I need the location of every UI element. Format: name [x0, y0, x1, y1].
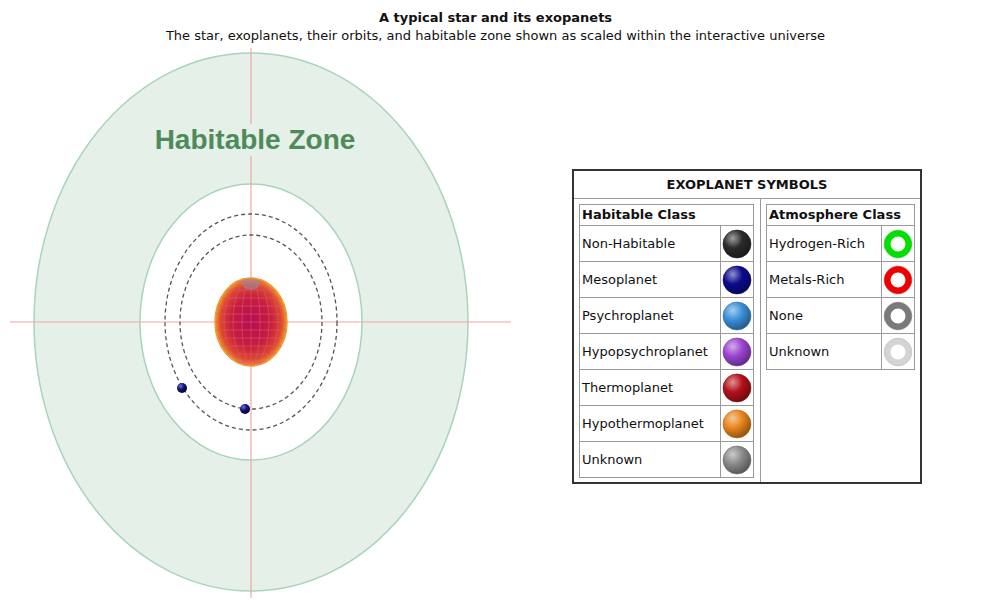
symbol-swatch [883, 301, 913, 331]
legend-text: None [769, 308, 803, 323]
ring-outline [884, 230, 912, 258]
legend-cell: Mesoplanet [580, 262, 721, 297]
class-sphere [723, 410, 751, 438]
symbol-swatch [722, 301, 752, 331]
legend-text: Hydrogen-Rich [769, 236, 865, 251]
symbol-swatch [883, 265, 913, 295]
symbol-swatch [883, 337, 913, 367]
legend-cell: Hypothermoplanet [580, 406, 721, 441]
exoplanet-dot [177, 383, 187, 393]
ring-outline [884, 266, 912, 294]
legend-panel: EXOPLANET SYMBOLS Habitable ClassNon-Habi… [572, 169, 922, 484]
symbol-swatch [722, 409, 752, 439]
table-heading: Habitable Class [580, 205, 753, 225]
legend-text: Unknown [582, 452, 642, 467]
swatch-cell [721, 298, 753, 333]
swatch-cell [721, 406, 753, 441]
atmosphere-ring [888, 305, 909, 326]
divider-line [760, 199, 761, 482]
legend-cell: None [767, 298, 882, 333]
star-parallel [210, 330, 292, 331]
symbol-swatch [722, 265, 752, 295]
atmosphere-ring [888, 341, 909, 362]
legend-cell: Hydrogen-Rich [767, 226, 882, 261]
table-heading: Atmosphere Class [767, 205, 914, 225]
legend-text: Hypothermoplanet [582, 416, 704, 431]
atmosphere-ring [888, 269, 909, 290]
star-parallel [210, 298, 292, 299]
legend-text: Non-Habitable [582, 236, 675, 251]
legend-cell: Non-Habitable [580, 226, 721, 261]
legend-table: Atmosphere ClassHydrogen-RichMetals-Rich… [766, 204, 915, 370]
swatch-cell [882, 226, 914, 261]
legend-row: Unknown [580, 441, 753, 477]
swatch-cell [882, 334, 914, 369]
swatch-cell [721, 262, 753, 297]
divider-line [574, 198, 920, 199]
star-parallel [210, 306, 292, 307]
legend-row: Thermoplanet [580, 369, 753, 405]
legend-text: Thermoplanet [582, 380, 673, 395]
zone-outer-edge [34, 53, 468, 591]
swatch-cell [882, 298, 914, 333]
class-sphere [723, 302, 751, 330]
legend-row: None [767, 297, 914, 333]
page-title: A typical star and its exopanets [0, 10, 991, 26]
swatch-cell [721, 334, 753, 369]
class-sphere [723, 374, 751, 402]
star-parallel [210, 346, 292, 347]
legend-text: Mesoplanet [582, 272, 657, 287]
legend-text: Unknown [769, 344, 829, 359]
swatch-cell [721, 442, 753, 477]
legend-text: Hypopsychroplanet [582, 344, 708, 359]
legend-text: Psychroplanet [582, 308, 674, 323]
atmosphere-ring [888, 233, 909, 254]
habitable-zone: Habitable Zone [33, 52, 469, 592]
zone-label: Habitable Zone [151, 124, 360, 156]
legend-text: Metals-Rich [769, 272, 844, 287]
symbol-swatch [722, 373, 752, 403]
star-rim [215, 278, 287, 366]
star-cap [242, 278, 260, 290]
legend-heading: EXOPLANET SYMBOLS [574, 177, 920, 193]
legend-row: Metals-Rich [767, 261, 914, 297]
class-sphere [723, 230, 751, 258]
legend-row: Hypothermoplanet [580, 405, 753, 441]
swatch-cell [882, 262, 914, 297]
class-sphere [723, 266, 751, 294]
exoplanet-dot [240, 404, 250, 414]
class-sphere [723, 446, 751, 474]
subtitle-text: The star, exoplanets, their orbits, and … [0, 28, 991, 44]
legend-cell: Psychroplanet [580, 298, 721, 333]
legend-cell: Unknown [580, 442, 721, 477]
symbol-swatch [722, 337, 752, 367]
legend-row: Unknown [767, 333, 914, 369]
legend-row: Psychroplanet [580, 297, 753, 333]
zone-inner-edge [140, 184, 362, 460]
legend-row: Hypopsychroplanet [580, 333, 753, 369]
legend-row: Non-Habitable [580, 225, 753, 261]
legend-table: Habitable ClassNon-HabitableMesoplanetPs… [579, 204, 754, 478]
star-parallel [210, 314, 292, 315]
symbol-swatch [722, 229, 752, 259]
swatch-cell [721, 370, 753, 405]
swatch-cell [721, 226, 753, 261]
star-parallel [210, 338, 292, 339]
legend-row: Mesoplanet [580, 261, 753, 297]
legend-cell: Metals-Rich [767, 262, 882, 297]
legend-cell: Hypopsychroplanet [580, 334, 721, 369]
symbol-swatch [722, 445, 752, 475]
legend-cell: Unknown [767, 334, 882, 369]
legend-row: Hydrogen-Rich [767, 225, 914, 261]
star-parallel [210, 322, 292, 323]
legend-cell: Thermoplanet [580, 370, 721, 405]
symbol-swatch [883, 229, 913, 259]
class-sphere [723, 338, 751, 366]
ring-outline [884, 338, 912, 366]
ring-outline [884, 302, 912, 330]
